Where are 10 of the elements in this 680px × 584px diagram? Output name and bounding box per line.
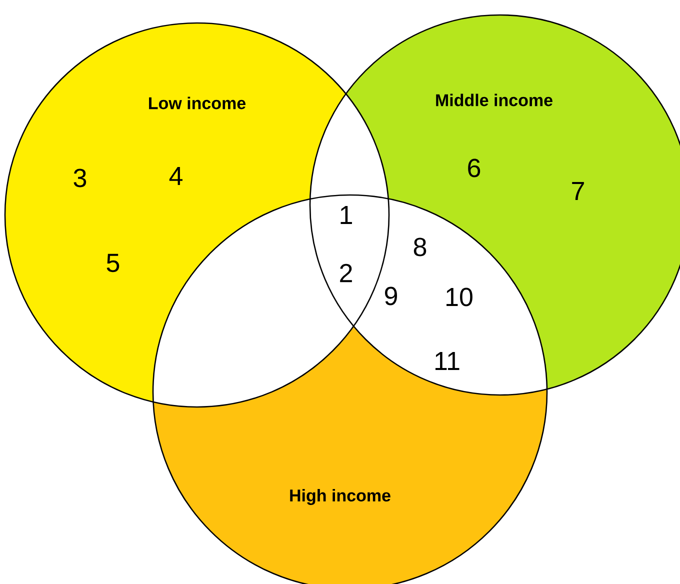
region-number: 5 xyxy=(106,254,120,272)
region-number: 11 xyxy=(435,352,460,370)
region-number: 3 xyxy=(74,168,86,188)
region-number: 2 xyxy=(340,264,352,282)
region-number: 6 xyxy=(468,158,480,178)
region-number: 1 xyxy=(340,206,352,224)
region-number: 4 xyxy=(169,167,182,185)
region-number: 10 xyxy=(446,288,472,306)
region-number: 8 xyxy=(414,238,426,256)
region-number: 7 xyxy=(572,182,584,200)
